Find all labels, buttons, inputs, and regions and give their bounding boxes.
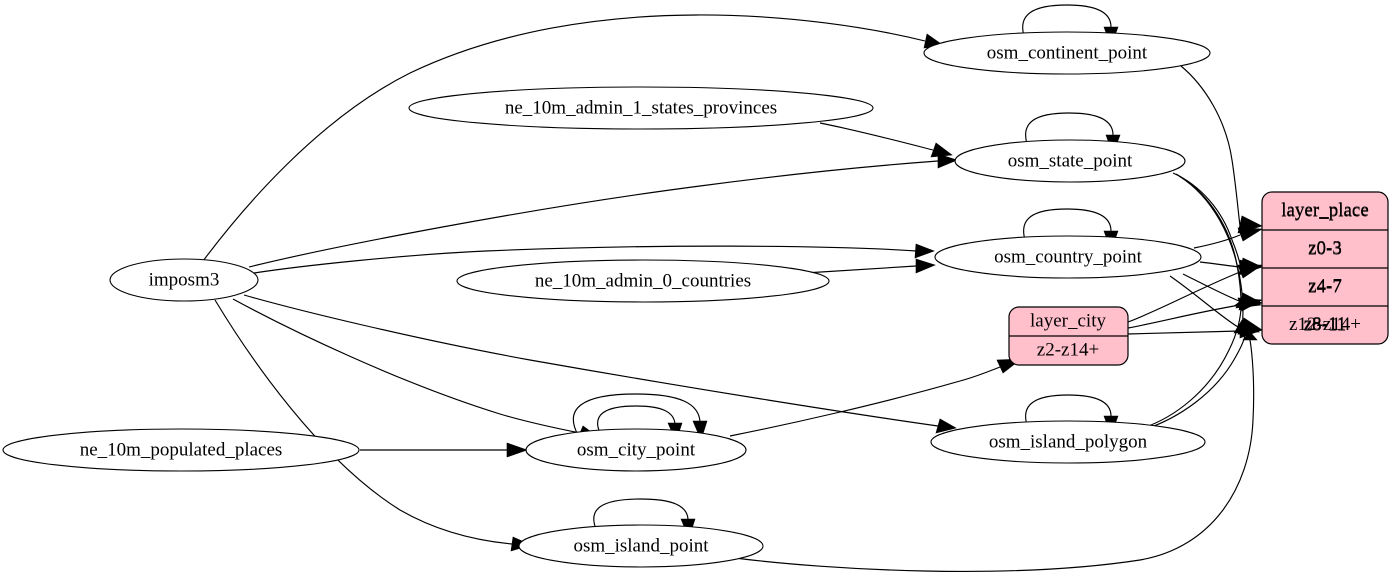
record-row-layer_place-0[interactable]: z0-3: [1308, 238, 1342, 259]
node-label-osm-state-point: osm_state_point: [1008, 150, 1133, 171]
edge-selfloop-osm_continent_point: [1022, 4, 1112, 37]
edge-imposm3-to-osm_island_point: [214, 299, 513, 545]
arrowhead-islandpt-z12: [1242, 331, 1258, 341]
record-rows-layer_place: layer_place z0-3 z4-7 z8-11: [1281, 199, 1369, 334]
arrowhead-nepopulated-city: [506, 442, 528, 458]
node-osm_state_point[interactable]: osm_state_point: [954, 139, 1186, 183]
edge-selfloop-osm_island_point: [593, 498, 689, 530]
record-header-layer_place: layer_place: [1281, 200, 1369, 221]
node-label-ne-countries: ne_10m_admin_0_countries: [535, 270, 751, 291]
record-node-layer: layer_place z0-3 z4-7 z8-11 layer_city z…: [1008, 191, 1389, 366]
edge-imposm3-to-osm_island_polygon: [243, 294, 939, 427]
edge-osm_country_point-to-layer_place-z0-3: [1193, 234, 1241, 249]
edge-osm_country_point-to-layer_place-z12: [1169, 275, 1239, 328]
edge-imposm3-to-osm_state_point: [248, 160, 939, 268]
edge-osm_country_point-to-layer_place-z8-11: [1182, 273, 1240, 302]
node-label-osm-city-point: osm_city_point: [577, 439, 696, 460]
edge-selfloop-inner-osm_city_point: [597, 405, 676, 434]
edge-ne_states-to-osm_state_point: [819, 122, 934, 151]
record-row-layer_place-2[interactable]: z8-11: [1304, 314, 1347, 335]
arrowhead-islandpoly-z811: [1233, 299, 1249, 308]
arrowhead-selfloop-outer-city: [692, 420, 708, 441]
node-osm_city_point[interactable]: osm_city_point: [525, 428, 747, 472]
record-header-layer_city: layer_city: [1030, 310, 1106, 331]
edge-osm_continent_point-to-layer_place-z0-3: [1180, 65, 1241, 227]
node-osm_continent_point[interactable]: osm_continent_point: [923, 31, 1211, 75]
node-label-imposm3: imposm3: [149, 269, 220, 290]
layer_place-row-z4-7[interactable]: z4-7: [1308, 275, 1342, 296]
edge-layer_city-to-layer_place-z8-11: [1127, 304, 1241, 329]
node-imposm3[interactable]: imposm3: [109, 258, 259, 302]
edge-imposm3-to-osm_city_point: [232, 298, 581, 434]
edge-selfloop-osm_state_point: [1025, 112, 1114, 145]
edge-layer_city-to-layer_place-z4-7: [1127, 271, 1241, 323]
node-ne_10m_populated_places[interactable]: ne_10m_populated_places: [2, 428, 360, 472]
arrowhead-country-z03: [1237, 227, 1263, 242]
edge-osm_island_polygon-to-layer_place-z8-11: [1139, 305, 1242, 430]
node-label-osm-country-point: osm_country_point: [994, 246, 1142, 267]
edge-osm_country_point-to-layer_place-z4-7: [1199, 261, 1241, 268]
record-row-layer_place-1[interactable]: z4-7: [1308, 276, 1342, 297]
edge-osm_city_point-to-layer_city: [729, 366, 1001, 437]
record-node-layer_city[interactable]: layer_city z2-z14+: [1008, 306, 1129, 366]
layer_place-row-z12-z14[interactable]: z12-z14+: [1289, 314, 1361, 335]
record-node-layer_place[interactable]: layer_place z0-3 z4-7 z8-11: [1261, 191, 1389, 345]
edge-osm_state_point-to-layer_place-z4-7: [1172, 172, 1242, 269]
edge-osm_island_point-to-layer_place-z12: [734, 339, 1255, 572]
node-label-osm-island-point: osm_island_point: [573, 535, 709, 556]
record-row-layer_city-0[interactable]: z2-z14+: [1037, 339, 1099, 360]
arrowhead-imposm3-islandpoly: [935, 418, 957, 434]
edge-ne_countries-to-osm_country_point: [804, 265, 917, 274]
node-ne_10m_admin_1_states_provinces[interactable]: ne_10m_admin_1_states_provinces: [408, 86, 874, 130]
node-label-ne-populated: ne_10m_populated_places: [80, 439, 283, 460]
node-osm_island_polygon[interactable]: osm_island_polygon: [930, 420, 1206, 464]
layer_place-row-z8-11[interactable]: z8-11: [1304, 313, 1347, 334]
node-osm_country_point[interactable]: osm_country_point: [934, 235, 1202, 279]
edge-selfloop-osm_country_point: [1023, 208, 1112, 241]
edge-imposm3-to-osm_continent_point: [202, 14, 926, 262]
arrowhead-islandpoly-z12: [1237, 326, 1253, 336]
node-label-ne-states: ne_10m_admin_1_states_provinces: [505, 97, 777, 118]
layer_place-header-text: layer_place: [1281, 199, 1369, 220]
node-label-osm-continent-point: osm_continent_point: [987, 42, 1148, 63]
edge-imposm3-to-osm_country_point: [253, 245, 917, 274]
node-osm_island_point[interactable]: osm_island_point: [518, 524, 764, 568]
layer_place-row-z0-3[interactable]: z0-3: [1308, 237, 1342, 258]
node-layer: imposm3 ne_10m_admin_1_states_provinces …: [2, 31, 1211, 568]
arrowhead-city-z47: [1237, 264, 1263, 279]
node-ne_10m_admin_0_countries[interactable]: ne_10m_admin_0_countries: [456, 259, 830, 303]
edge-layer: [202, 4, 1264, 572]
edge-selfloop-osm_island_polygon: [1025, 394, 1112, 426]
arrowhead-necountries-country: [915, 258, 936, 274]
arrowhead-nestates-state: [930, 142, 953, 158]
arrowhead-imposm3-state: [937, 153, 958, 169]
edge-selfloop-outer-osm_city_point: [572, 393, 701, 436]
edge-layer_city-to-layer_place-z12: [1127, 330, 1241, 335]
node-label-osm-island-polygon: osm_island_polygon: [989, 431, 1148, 452]
arrowhead-imposm3-country: [914, 243, 935, 259]
